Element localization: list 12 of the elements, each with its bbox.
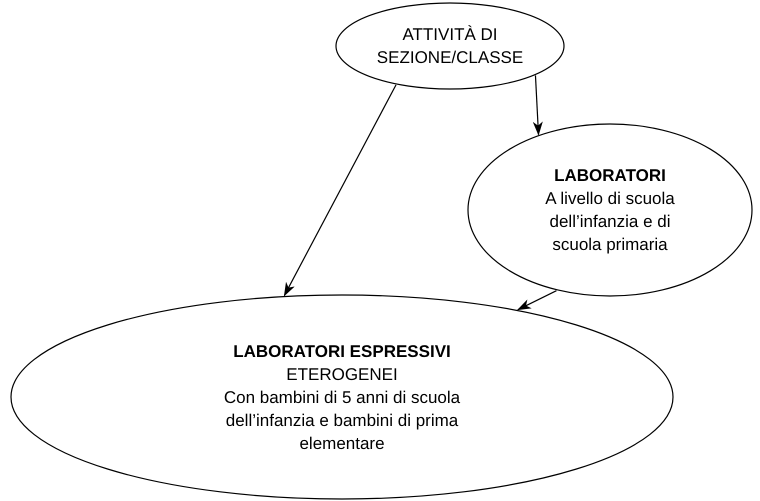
ellipse-node (10, 294, 674, 500)
arrow (284, 84, 397, 296)
ellipse-node (335, 2, 565, 90)
arrow (532, 75, 543, 136)
node-text: ATTIVITÀ DI SEZIONE/CLASSE (376, 24, 524, 69)
node-heading: LABORATORI (554, 165, 666, 187)
node-text: Con bambini di 5 anni di scuola dell’infanzia e bambini di prima elementare (222, 386, 462, 454)
ellipse-node (467, 123, 753, 297)
node-text: ETEROGENEI (286, 364, 398, 386)
node-text: A livello di scuola dell’infanzia e di scuola primaria (544, 188, 676, 256)
arrow (517, 290, 557, 310)
node-heading: LABORATORI ESPRESSIVI (233, 340, 451, 362)
